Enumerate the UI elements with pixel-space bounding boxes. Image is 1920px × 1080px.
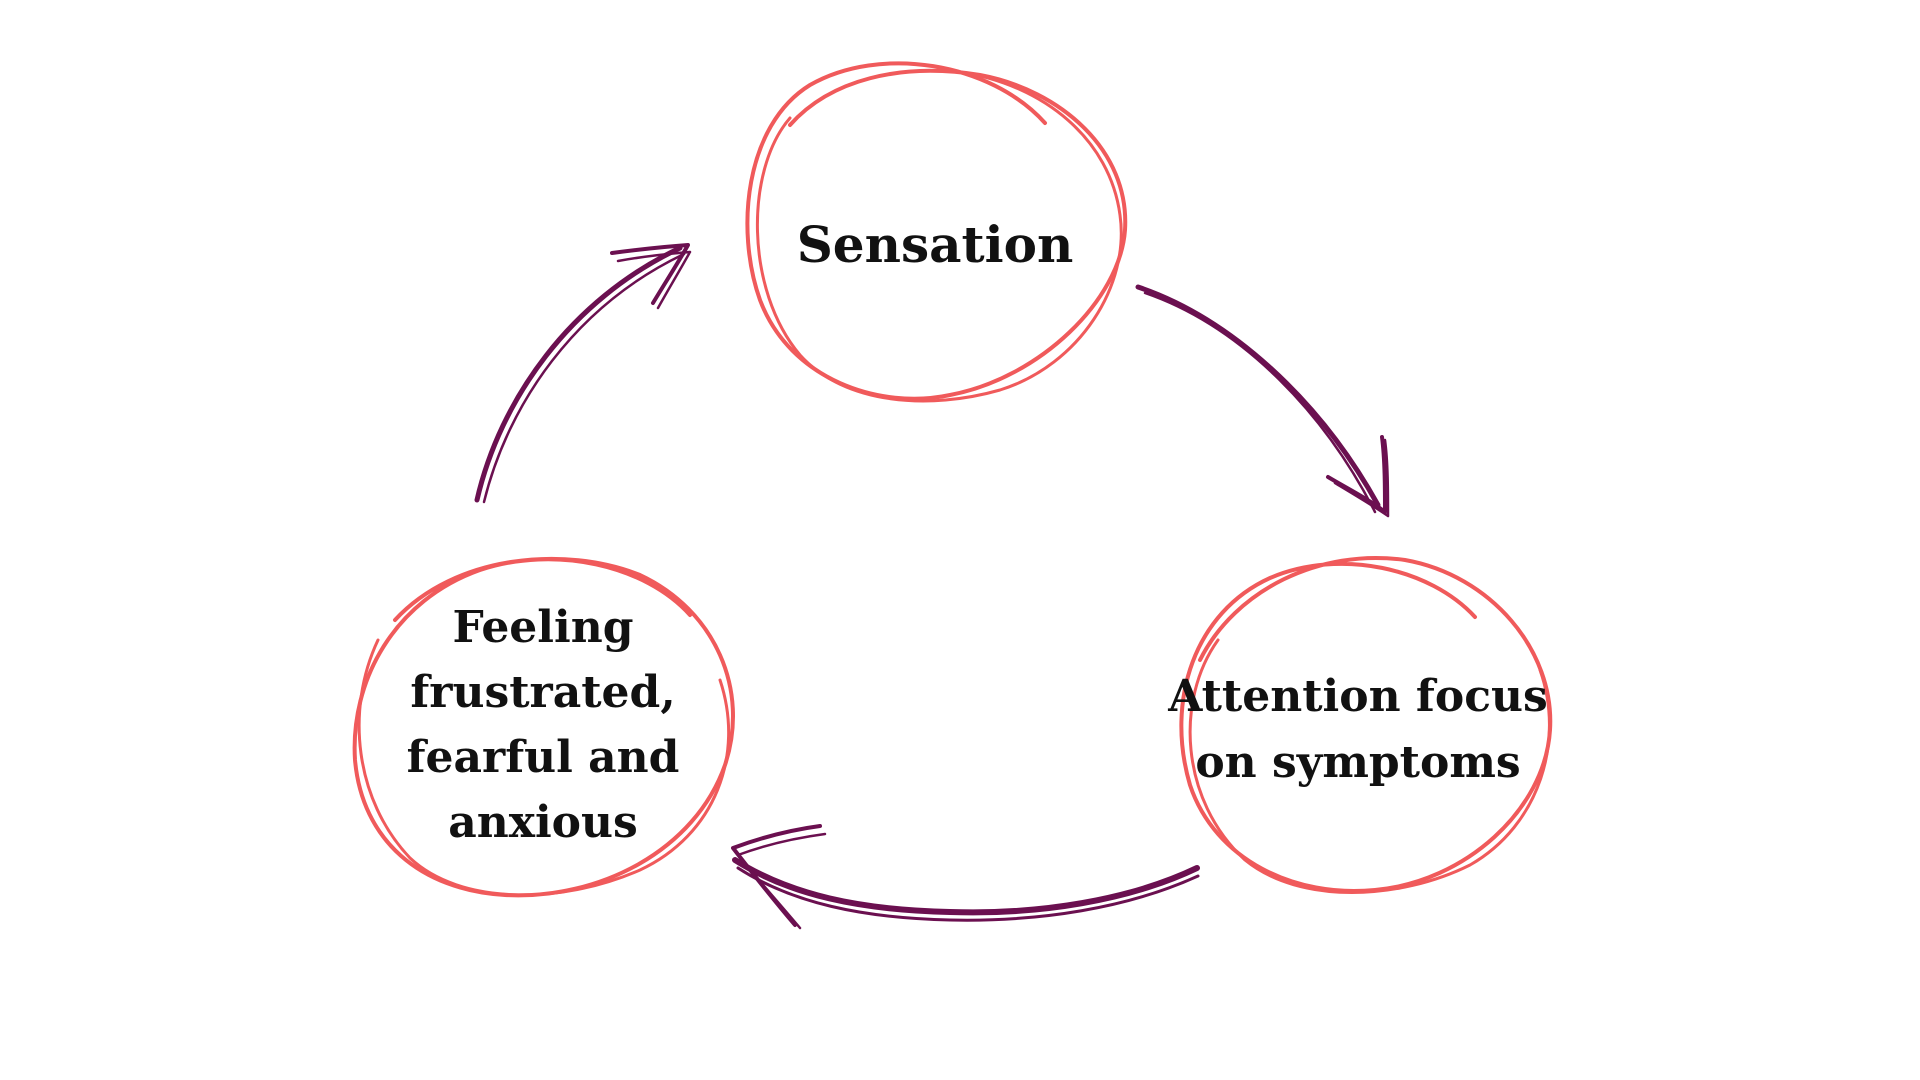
arrow-feeling-to-sensation — [474, 243, 692, 504]
node-label-attention-focus: Attention focus on symptoms — [1168, 671, 1548, 788]
arrow-attention-to-feeling — [731, 824, 1200, 930]
node-circle-attention — [1179, 555, 1553, 894]
node-circle-sensation — [745, 61, 1128, 403]
node-label-feeling: Feeling frustrated, fearful and anxious — [406, 602, 680, 848]
arrow-sensation-to-attention — [1135, 284, 1390, 518]
node-circle-feeling — [352, 556, 735, 898]
node-label-sensation: Sensation — [796, 215, 1074, 274]
